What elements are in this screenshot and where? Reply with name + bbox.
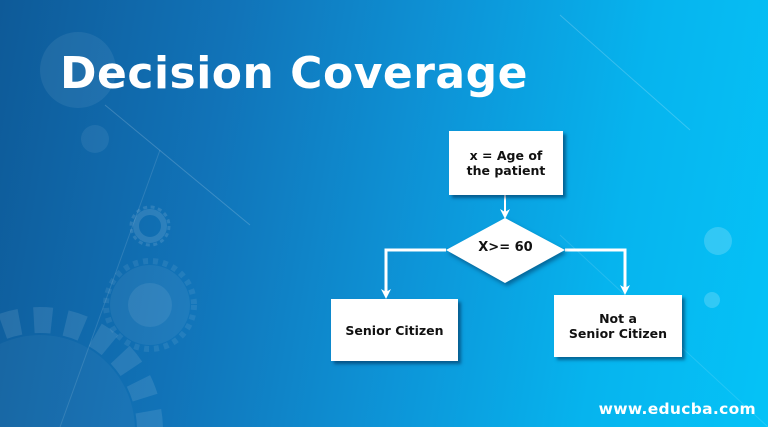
start-line-1: x = Age of [469, 148, 543, 163]
page-title: Decision Coverage [60, 48, 528, 99]
website-watermark: www.educba.com [598, 400, 756, 418]
gear-icon-large [0, 307, 163, 427]
yes-branch-label: Senior Citizen [345, 322, 444, 338]
decor-line [559, 14, 691, 131]
not-senior-citizen-box: Not a Senior Citizen [554, 295, 682, 357]
no-branch-line-2: Senior Citizen [568, 326, 668, 341]
decor-circle-right-large [704, 227, 732, 255]
start-line-2: the patient [466, 163, 546, 178]
connector-decision-to-no [565, 248, 630, 295]
decision-label: X>= 60 [478, 240, 533, 255]
senior-citizen-box: Senior Citizen [331, 299, 458, 361]
no-branch-line-1: Not a [599, 311, 637, 326]
decor-line [104, 104, 251, 226]
connector-decision-to-yes [381, 248, 446, 299]
gear-icon-medium [103, 258, 197, 352]
decor-circle-right-small [704, 292, 720, 308]
gear-icon-small [129, 205, 171, 247]
decor-circle-small [81, 125, 109, 153]
start-process-box: x = Age of the patient [449, 131, 563, 195]
decor-line [59, 149, 161, 427]
